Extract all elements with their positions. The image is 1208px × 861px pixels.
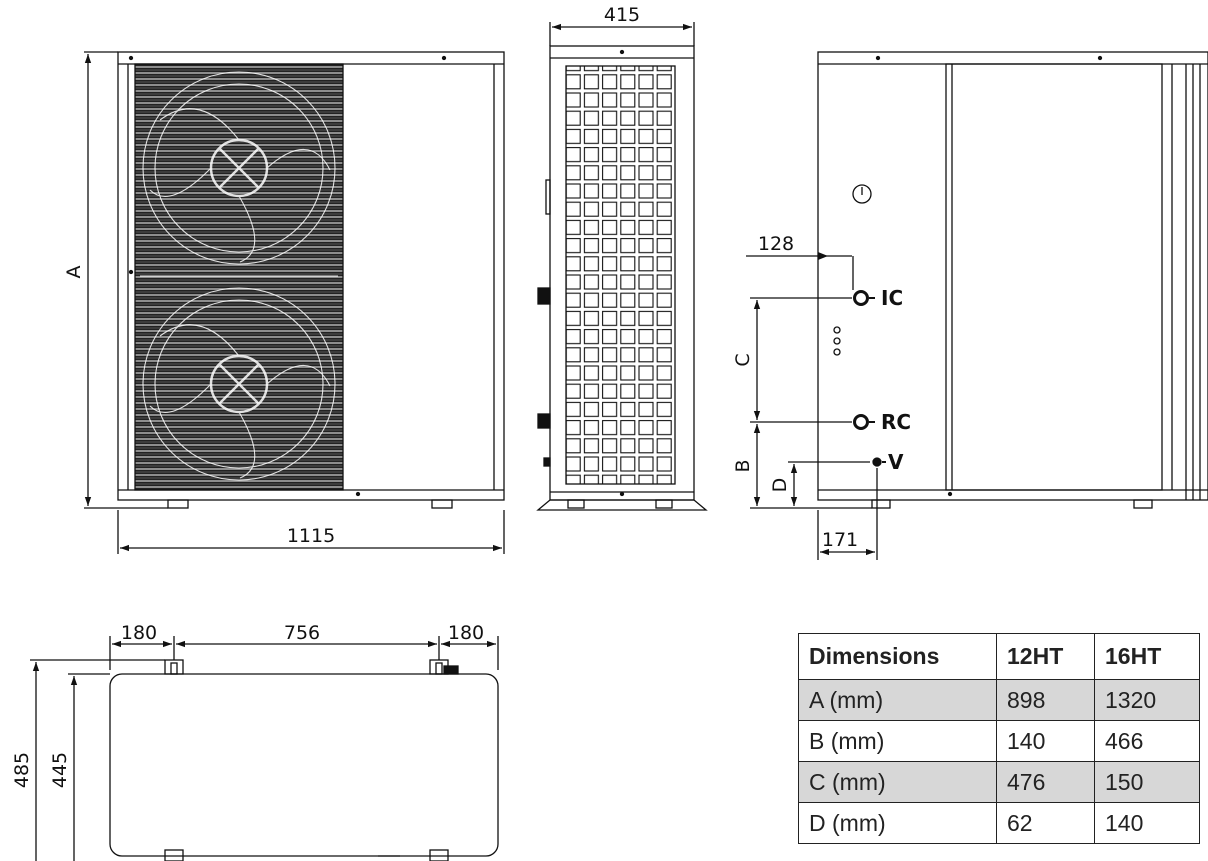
side-air-grille: [565, 65, 676, 485]
dimensions-table: Dimensions 12HT 16HT A (mm) 898 1320 B (…: [798, 633, 1200, 844]
table-cell: 1320: [1094, 679, 1200, 721]
header-16ht: 16HT: [1094, 633, 1200, 680]
front-view-cabinet: [117, 51, 505, 501]
header-dimensions: Dimensions: [798, 633, 997, 680]
dimension-width-label: 1115: [287, 525, 335, 547]
dimension-180-right-label: 180: [448, 622, 484, 644]
side-base-foot: [536, 499, 708, 511]
header-12ht: 12HT: [996, 633, 1095, 680]
dimension-depth-label: 415: [604, 4, 640, 26]
dimension-128-label: 128: [758, 233, 794, 255]
side-connection-upper: [537, 287, 551, 305]
table-cell: 140: [996, 720, 1095, 762]
table-cell: 62: [996, 802, 1095, 844]
dimension-180-left-label: 180: [121, 622, 157, 644]
dimension-756-label: 756: [284, 622, 320, 644]
table-cell: A (mm): [798, 679, 997, 721]
dimension-c-label: C: [732, 353, 754, 366]
dimension-171-label: 171: [822, 529, 858, 551]
front-fan-grille: [134, 63, 344, 491]
table-cell: 476: [996, 761, 1095, 803]
v-connection-label: V: [888, 450, 904, 474]
dimension-a-label: A: [63, 266, 85, 279]
table-cell: 898: [996, 679, 1095, 721]
front-view: A 1115: [63, 51, 505, 554]
table-cell: 466: [1094, 720, 1200, 762]
power-indicator-icon: [852, 184, 872, 204]
rear-view: IC RC V 128 C B D 171: [732, 51, 1208, 560]
top-view-outline: [109, 673, 499, 857]
dimension-445-label: 445: [49, 752, 71, 788]
ic-connection-icon: [853, 290, 869, 306]
top-foot-left: [164, 659, 184, 675]
dimension-d-label: D: [769, 478, 791, 493]
table-header-row: Dimensions 12HT 16HT: [798, 633, 1200, 680]
rear-view-cabinet: [817, 51, 1208, 501]
ic-connection-label: IC: [881, 286, 903, 310]
dimension-485-label: 485: [11, 752, 33, 788]
rc-connection-icon: [853, 414, 869, 430]
table-cell: B (mm): [798, 720, 997, 762]
side-connection-lower: [537, 413, 551, 429]
table-row: A (mm) 898 1320: [798, 679, 1200, 721]
table-cell: C (mm): [798, 761, 997, 803]
cable-gland-icon: [833, 326, 841, 334]
table-row: B (mm) 140 466: [798, 720, 1200, 762]
table-row: D (mm) 62 140: [798, 802, 1200, 844]
rear-access-panel: [945, 63, 1163, 491]
top-view: 180 756 180 485 445: [11, 622, 499, 861]
dimension-b-label: B: [732, 459, 754, 472]
v-connection-icon: [872, 457, 882, 467]
table-cell: D (mm): [798, 802, 997, 844]
table-cell: 150: [1094, 761, 1200, 803]
side-view: 415: [536, 4, 708, 511]
table-row: C (mm) 476 150: [798, 761, 1200, 803]
rc-connection-label: RC: [881, 410, 911, 434]
table-cell: 140: [1094, 802, 1200, 844]
